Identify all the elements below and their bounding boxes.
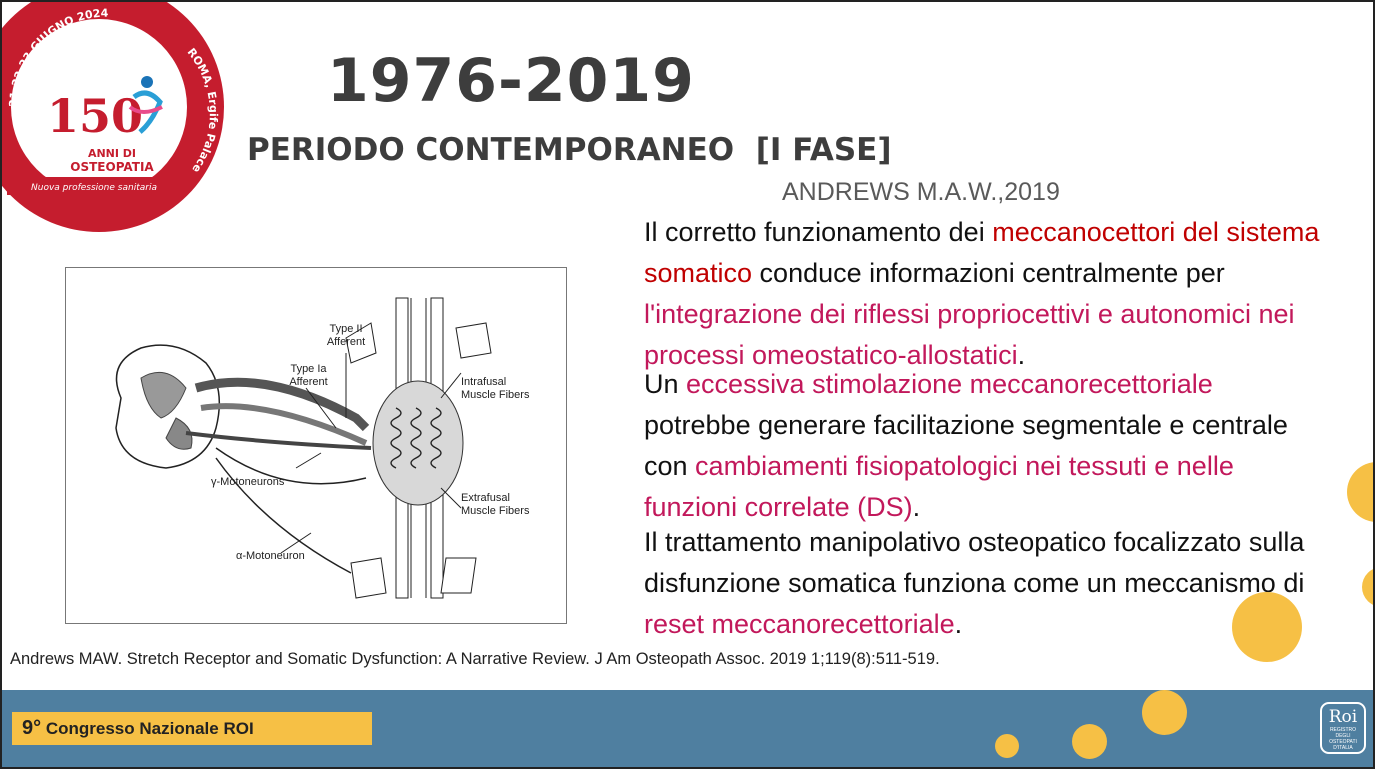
decorative-dot — [1142, 690, 1187, 735]
p2-highlight-a: eccessiva stimolazione meccanorecettoria… — [686, 369, 1213, 399]
label-type1a-afferent: Type Ia Afferent — [289, 363, 328, 388]
congress-banner: 9° Congresso Nazionale ROI — [12, 712, 372, 745]
congress-label: Congresso Nazionale ROI — [41, 719, 254, 738]
p3-highlight: reset meccanorecettoriale — [644, 609, 955, 639]
p3-text-a: Il trattamento manipolativo osteopatico … — [644, 527, 1305, 598]
decorative-dot — [1347, 462, 1373, 522]
roi-logo-text: Roi — [1328, 707, 1358, 727]
decorative-dot — [1362, 567, 1373, 607]
paragraph-excessive-stimulation: Un eccessiva stimolazione meccanorecetto… — [644, 364, 1324, 528]
p1-highlight-b: l'integrazione dei riflessi propriocetti… — [644, 299, 1295, 370]
slide-subtitle-period: PERIODO CONTEMPORANEO [I FASE] — [247, 132, 892, 168]
label-alpha-motoneuron: α-Motoneuron — [236, 550, 305, 562]
svg-text:ANNI DI: ANNI DI — [88, 147, 136, 160]
p1-highlight-a: meccanocettori del sistema somatico — [644, 217, 1320, 288]
label-extrafusal-fibers: Extrafusal Muscle Fibers — [461, 492, 530, 517]
p1-text-a: Il corretto funzionamento dei — [644, 217, 993, 247]
citation: Andrews MAW. Stretch Receptor and Somati… — [10, 650, 940, 668]
anniversary-logo: 21-22-23 GIUGNO 2024 ROMA, Ergife Palace… — [2, 2, 237, 232]
p2-text-end: . — [912, 492, 921, 522]
p1-text-end: . — [1017, 340, 1026, 370]
decorative-dot — [1232, 592, 1302, 662]
p3-text-end: . — [954, 609, 963, 639]
paragraph-mechanoreceptors: Il corretto funzionamento dei meccanocet… — [644, 212, 1324, 376]
congress-number: 9° — [22, 717, 42, 739]
p2-highlight-b: cambiamenti fisiopatologici nei tessuti … — [644, 451, 1234, 522]
decorative-dot — [995, 734, 1019, 758]
p2-text-b: potrebbe generare facilitazione segmenta… — [644, 410, 1288, 481]
p2-text-a: Un — [644, 369, 687, 399]
svg-text:Nuova professione sanitaria: Nuova professione sanitaria — [31, 183, 157, 193]
author-reference: ANDREWS M.A.W.,2019 — [782, 178, 1060, 206]
roi-logo-sub1: REGISTRO DEGLI — [1329, 727, 1357, 739]
stretch-receptor-figure: Type II Afferent Type Ia Afferent Intraf… — [65, 267, 567, 624]
label-type2-afferent: Type II Afferent — [326, 323, 366, 348]
spinal-cord-muscle-spindle-diagram — [115, 297, 492, 599]
label-intrafusal-fibers: Intrafusal Muscle Fibers — [461, 376, 530, 401]
anniversary-badge-graphic: 21-22-23 GIUGNO 2024 ROMA, Ergife Palace… — [2, 2, 224, 232]
svg-text:150: 150 — [47, 89, 143, 143]
svg-text:OSTEOPATIA: OSTEOPATIA — [70, 160, 154, 174]
slide-title-years: 1976-2019 — [327, 46, 695, 116]
label-gamma-motoneurons: γ-Motoneurons — [211, 476, 285, 488]
paragraph-manipulative-treatment: Il trattamento manipolativo osteopatico … — [644, 522, 1334, 645]
roi-logo-sub2: OSTEOPATI D'ITALIA — [1329, 739, 1357, 751]
p1-text-b: conduce informazioni centralmente per — [752, 258, 1225, 288]
decorative-dot — [1072, 724, 1107, 759]
roi-logo: Roi REGISTRO DEGLI OSTEOPATI D'ITALIA — [1320, 702, 1366, 754]
